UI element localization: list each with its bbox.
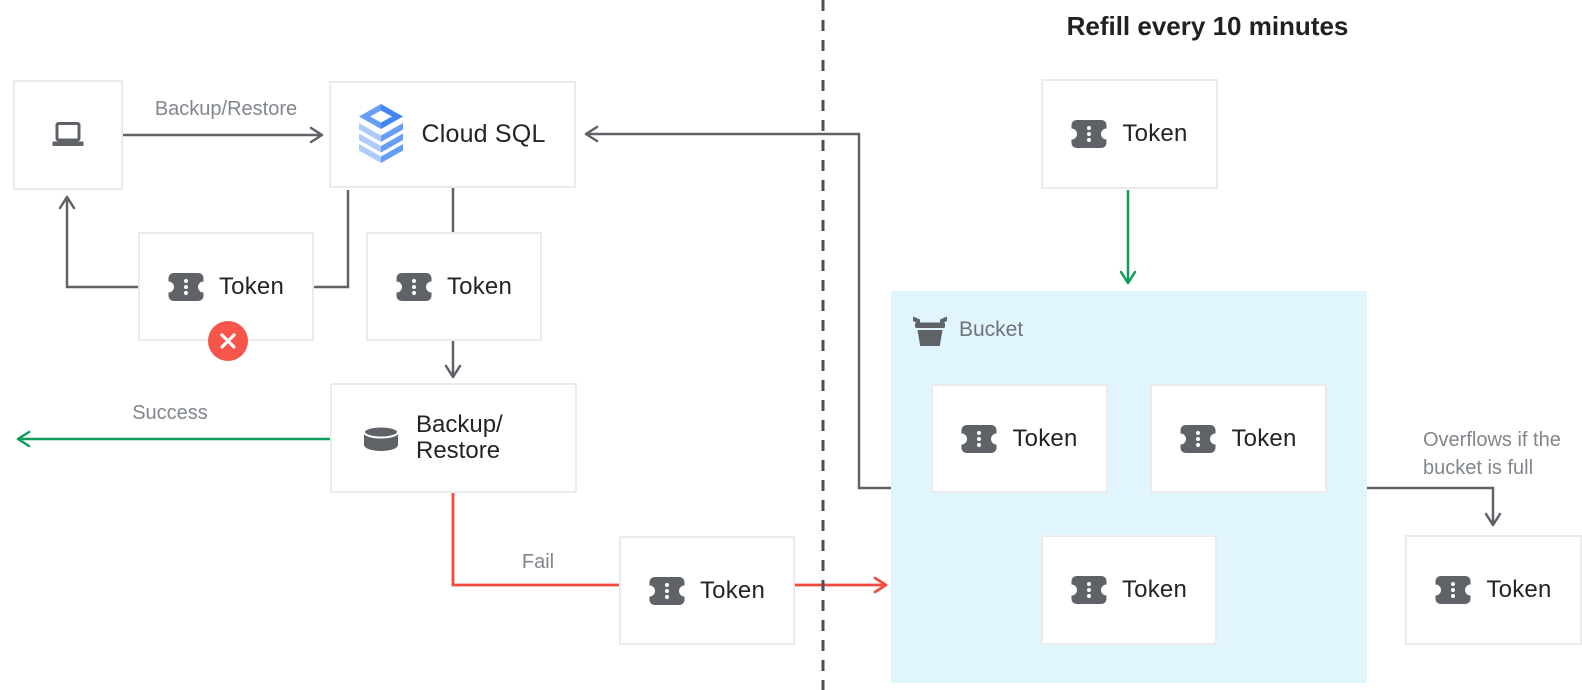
token-icon bbox=[1180, 424, 1216, 454]
overflow-note-line1: Overflows if the bbox=[1423, 429, 1561, 451]
node-cloud-sql: Cloud SQL bbox=[329, 81, 576, 188]
error-badge bbox=[208, 321, 248, 361]
node-token-pending: Token bbox=[366, 232, 542, 341]
token-icon bbox=[649, 576, 685, 606]
token-icon bbox=[168, 272, 204, 302]
token-icon bbox=[961, 424, 997, 454]
token-label: Token bbox=[1121, 576, 1188, 603]
bucket-token-3: Token bbox=[1041, 535, 1217, 645]
node-token-refill: Token bbox=[1041, 79, 1218, 189]
backup-restore-label: Backup/ Restore bbox=[416, 412, 503, 464]
token-icon bbox=[396, 272, 432, 302]
token-icon bbox=[1071, 119, 1107, 149]
cloud-sql-label: Cloud SQL bbox=[421, 120, 546, 148]
edge-overflow bbox=[1367, 486, 1502, 527]
node-backup-restore: Backup/ Restore bbox=[330, 383, 577, 493]
node-token-overflow: Token bbox=[1405, 535, 1582, 645]
token-label: Token bbox=[1231, 424, 1297, 452]
bucket-header: Bucket bbox=[912, 314, 1023, 346]
backup-restore-label-line2: Restore bbox=[416, 437, 501, 464]
token-label: Token bbox=[1012, 424, 1078, 452]
laptop-icon bbox=[50, 122, 86, 148]
token-label: Token bbox=[218, 272, 285, 300]
edge-label-backup-restore: Backup/Restore bbox=[154, 98, 298, 120]
token-icon bbox=[1435, 575, 1471, 605]
token-label: Token bbox=[446, 272, 513, 300]
bucket-token-2: Token bbox=[1150, 384, 1327, 493]
token-icon bbox=[1071, 575, 1107, 605]
bucket-token-1: Token bbox=[931, 384, 1108, 493]
backup-restore-label-line1: Backup/ bbox=[416, 411, 503, 438]
overflow-note-line2: bucket is full bbox=[1423, 457, 1534, 479]
token-label: Token bbox=[1122, 120, 1188, 147]
database-icon bbox=[362, 425, 400, 452]
token-label: Token bbox=[699, 576, 766, 604]
cloud-sql-icon bbox=[359, 104, 403, 166]
overflow-note: Overflows if the bucket is full bbox=[1423, 426, 1561, 482]
edge-bucket-to-cloudsql bbox=[584, 125, 891, 490]
node-token-fail: Token bbox=[619, 536, 795, 645]
edge-fail-path bbox=[451, 493, 619, 587]
node-client bbox=[13, 80, 123, 190]
edge-label-fail: Fail bbox=[521, 551, 555, 573]
token-label: Token bbox=[1486, 576, 1552, 603]
x-icon bbox=[220, 333, 236, 349]
refill-title: Refill every 10 minutes bbox=[1066, 11, 1349, 41]
edge-label-success: Success bbox=[132, 402, 208, 424]
edge-token-expired-to-client bbox=[58, 195, 138, 289]
bucket-label: Bucket bbox=[959, 318, 1024, 341]
edge-token-expired-to-cloudsql bbox=[314, 190, 350, 289]
